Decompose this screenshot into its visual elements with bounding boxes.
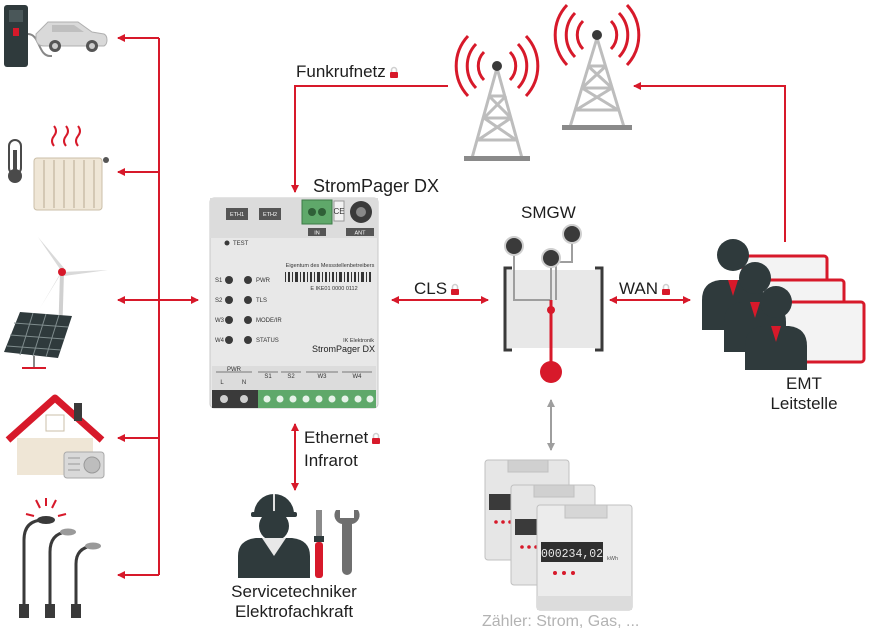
renewables-icon xyxy=(4,237,108,369)
radio-tower-right-icon xyxy=(553,3,641,130)
led-left-label-2: S2 xyxy=(215,298,223,304)
service-line1: Servicetechniker xyxy=(231,582,357,601)
led-left-label-4: W4 xyxy=(215,338,225,344)
bottom-s2-label: S2 xyxy=(287,374,295,380)
port-in-label: IN xyxy=(314,231,320,237)
bottom-s1-label: S1 xyxy=(264,374,272,380)
cls-label: CLS xyxy=(414,279,461,299)
port-eth2-label: ETH2 xyxy=(263,212,277,218)
led-left-label-1: S1 xyxy=(215,278,223,284)
bottom-n-label: N xyxy=(242,380,246,386)
meter-reading: 000234,02 xyxy=(541,548,603,561)
ev-charging-icon xyxy=(4,5,108,67)
heating-icon xyxy=(8,125,109,211)
led-right-label-1: PWR xyxy=(256,278,271,284)
model-label: StromPager DX xyxy=(312,344,375,354)
device-bus xyxy=(117,34,199,579)
lock-icon xyxy=(372,432,381,444)
infrarot-text: Infrarot xyxy=(304,451,358,470)
smgw-icon xyxy=(503,224,604,383)
emt-leitstelle-icon xyxy=(702,239,866,370)
maker-label: IK Elektronik xyxy=(343,338,374,344)
port-ant-label: ANT xyxy=(355,231,367,237)
led-right-label-4: STATUS xyxy=(256,338,279,344)
bottom-pwr-label: PWR xyxy=(227,367,242,373)
funkrufnetz-link xyxy=(291,85,448,193)
radio-tower-left-icon xyxy=(454,34,540,161)
lock-icon xyxy=(389,66,398,78)
led-left-label-3: W3 xyxy=(215,318,225,324)
ethernet-label: Ethernet Infrarot xyxy=(304,428,382,471)
lock-icon xyxy=(662,283,671,295)
serial-label: E IKE01 0000 0112 xyxy=(310,286,357,292)
wan-label: WAN xyxy=(619,279,672,299)
house-icon xyxy=(5,394,105,479)
owner-label: Eigentum des Messstellenbetreibers xyxy=(286,263,375,269)
emt-line2: Leitstelle xyxy=(770,394,838,413)
led-right-label-3: MODE/IR xyxy=(256,318,282,324)
bottom-w4-label: W4 xyxy=(353,374,363,380)
strompager-device: ETH1 ETH2 CE IN ANT TEST S1 S2 W3 W4 PWR… xyxy=(209,197,379,409)
service-line2: Elektrofachkraft xyxy=(234,602,354,621)
emt-line1: EMT xyxy=(786,374,822,393)
technician-icon xyxy=(238,494,360,578)
wan-text: WAN xyxy=(619,279,659,298)
lock-icon xyxy=(451,283,460,295)
led-right-label-2: TLS xyxy=(256,298,267,304)
meters-icon: 000234,02 kWh xyxy=(484,459,633,611)
bottom-w3-label: W3 xyxy=(318,374,328,380)
street-lights-icon xyxy=(19,498,101,618)
funkrufnetz-label: Funkrufnetz xyxy=(296,62,400,82)
ethernet-text: Ethernet xyxy=(304,428,369,447)
strompager-label: StromPager DX xyxy=(313,176,440,196)
service-label: Servicetechniker Elektrofachkraft xyxy=(214,582,374,622)
emt-label: EMT Leitstelle xyxy=(758,374,850,414)
test-label: TEST xyxy=(233,241,249,247)
bottom-l-label: L xyxy=(220,380,224,386)
meter-unit: kWh xyxy=(607,556,618,562)
funkrufnetz-text: Funkrufnetz xyxy=(296,62,386,81)
emt-uplink xyxy=(633,82,786,242)
zaehler-label: Zähler: Strom, Gas, ... xyxy=(482,613,640,630)
svg-text:CE: CE xyxy=(333,207,344,216)
cls-text: CLS xyxy=(414,279,448,298)
smgw-label: SMGW xyxy=(521,203,576,222)
port-eth1-label: ETH1 xyxy=(230,212,244,218)
barcode xyxy=(285,272,371,282)
